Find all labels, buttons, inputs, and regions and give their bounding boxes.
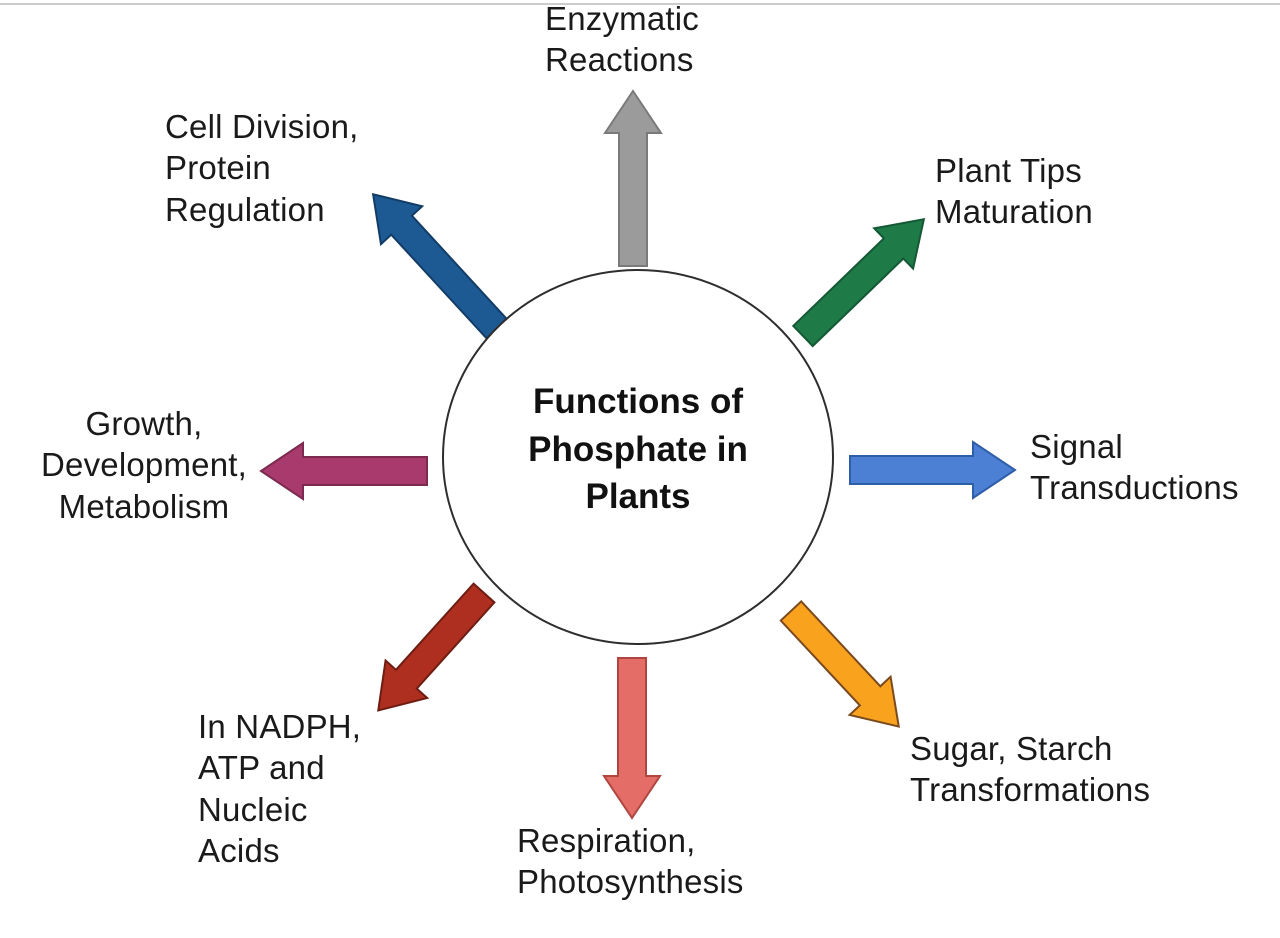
enzymatic-reactions-arrow: [603, 89, 663, 267]
center-circle: [442, 269, 834, 645]
label-sugar-starch-transformations: Sugar, Starch Transformations: [910, 730, 1151, 809]
sugar-starch-transformations-arrow: [779, 600, 900, 728]
in-nadph-atp-nucleic-acids-arrow: [377, 582, 496, 712]
label-in-nadph-atp-nucleic-acids: In NADPH, ATP and Nucleic Acids: [198, 708, 362, 869]
label-respiration-photosynthesis: Respiration, Photosynthesis: [517, 822, 744, 901]
cell-division-protein-regulation-arrow: [371, 192, 509, 340]
label-growth-development-metabolism: Growth, Development, Metabolism: [40, 405, 247, 525]
label-cell-division-protein-regulation: Cell Division, Protein Regulation: [165, 108, 359, 228]
plant-tips-maturation-arrow: [791, 218, 926, 348]
label-signal-transductions: Signal Transductions: [1030, 428, 1239, 507]
growth-development-metabolism-arrow: [259, 441, 428, 501]
top-border-line: [0, 3, 1280, 5]
respiration-photosynthesis-arrow: [602, 657, 662, 820]
label-enzymatic-reactions: Enzymatic Reactions: [545, 0, 700, 79]
label-plant-tips-maturation: Plant Tips Maturation: [935, 152, 1093, 231]
signal-transductions-arrow: [849, 440, 1017, 500]
center-title: Functions of Phosphate in Plants: [528, 382, 748, 517]
